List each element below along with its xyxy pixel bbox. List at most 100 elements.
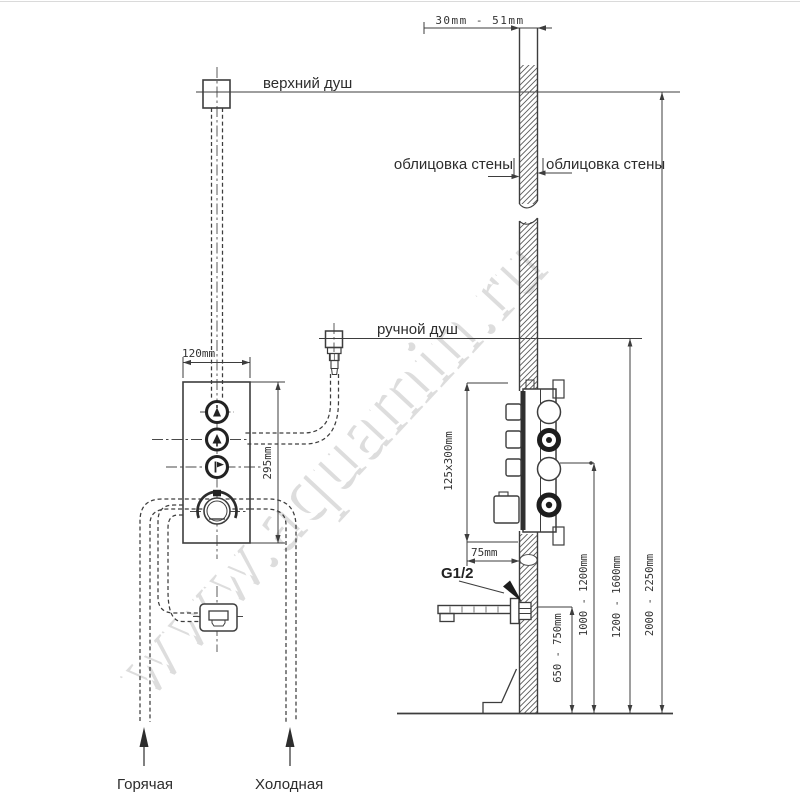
- watermark: www.aquamin.ru www.aquamin.ru: [88, 220, 565, 716]
- dim-box-arrow-bottom: [464, 534, 470, 542]
- dim-box-size: [464, 382, 518, 543]
- hand-shower-hose-outer: [245, 374, 332, 434]
- button3-side-view: [505, 458, 522, 477]
- front-view: [139, 67, 680, 766]
- button1-side-view: [505, 403, 522, 421]
- spout-side-knurl: [449, 606, 499, 613]
- mixer-box: [493, 379, 565, 546]
- spout-front-view: [199, 603, 238, 632]
- mixer-port-middle: [536, 456, 562, 482]
- button2-mode-icon: [212, 434, 222, 444]
- shower-tray-profile: [482, 668, 518, 713]
- cladding-right-arrow: [537, 170, 546, 176]
- spout-front-body: [199, 603, 238, 632]
- mixer-box-tab-top: [552, 379, 565, 399]
- wall-pipe-notch: [519, 554, 538, 566]
- dim-box-brackets: [467, 382, 518, 543]
- knob-inner-circle: [206, 500, 228, 522]
- spout-pipe-outer: [157, 504, 200, 614]
- dim-75-arrow-left: [467, 558, 475, 564]
- wall-break-lower: [519, 217, 538, 225]
- spout-wall-nut: [518, 601, 532, 621]
- overhead-shower-label: верхний душ: [263, 75, 352, 92]
- panel-height-label: 295mm: [261, 446, 274, 479]
- overhead-shower-height-label: 2000 - 2250mm: [644, 554, 656, 636]
- wall-cladding-right-label: облицовка стены: [546, 156, 665, 173]
- dim-120-arrow-left: [183, 359, 191, 366]
- hand-shower: [324, 330, 344, 375]
- dim-heights: [537, 92, 665, 713]
- dimensions: [182, 22, 665, 713]
- button2-side-view: [505, 430, 522, 449]
- dim-1000-dot: [589, 461, 593, 465]
- hand-shower-height-label: 1200 - 1600mm: [611, 556, 623, 638]
- shower-panel: [182, 381, 251, 544]
- dim-75-arrow-right: [511, 558, 520, 564]
- hot-pipe-inner: [149, 508, 250, 722]
- dim-wall-thickness: [423, 22, 552, 34]
- spout-flange: [509, 597, 520, 625]
- dim-wall-arrow-left: [511, 25, 520, 31]
- spout-side-body: [437, 604, 514, 615]
- wall-hatch-middle: [519, 222, 538, 389]
- thread-leader: [458, 580, 522, 602]
- cladding-left-arrow: [511, 173, 520, 180]
- page-top-border: [0, 1, 800, 2]
- cold-pipe-outer: [250, 498, 297, 722]
- dim-wall-arrow-right: [537, 25, 546, 31]
- dim-panel-height: [250, 381, 285, 544]
- hand-shower-hose-ferrule: [330, 368, 339, 375]
- cold-supply-label: Холодная: [255, 776, 323, 793]
- dim-120-arrow-right: [242, 359, 250, 366]
- hot-supply-label: Горячая: [117, 776, 173, 793]
- cladding-leaders: [488, 158, 572, 180]
- spout-wall-nut-lines: [519, 608, 531, 614]
- thread-leader-arrow: [503, 580, 522, 602]
- mixer-valve-upper-center: [546, 437, 552, 443]
- hand-shower-nut: [330, 359, 339, 370]
- side-view: [397, 28, 673, 715]
- knob-outer-circle: [203, 497, 231, 525]
- knob-pointer: [213, 489, 221, 497]
- button1-mode-icon: [213, 407, 221, 417]
- panel-buttons: [204, 399, 230, 480]
- temperature-knob: [196, 489, 238, 525]
- hand-shower-label: ручной душ: [377, 321, 458, 338]
- spout-side-outlet: [439, 612, 455, 623]
- cold-arrow-head: [285, 727, 295, 747]
- spout-height-label: 650 - 750mm: [552, 613, 564, 683]
- dim-295-arrow-top: [275, 382, 281, 390]
- dim-panel-width: [182, 357, 251, 378]
- pipework: [139, 108, 340, 722]
- hot-pipe-outer: [139, 498, 250, 722]
- wall-hatch-bottom: [519, 534, 538, 713]
- wall-break-upper: [519, 200, 538, 209]
- mixer-box-tab-bottom: [552, 526, 565, 546]
- cold-pipe-inner: [250, 508, 287, 722]
- button3-mode-icon: [217, 461, 224, 468]
- hand-shower-connector-knurl: [330, 353, 339, 361]
- wall-cladding-left-label: облицовка стены: [394, 156, 513, 173]
- box-size-label: 125x300mm: [442, 431, 455, 491]
- mixer-box-front-plate: [520, 391, 526, 530]
- cladding-left-leader: [488, 158, 515, 177]
- box-depth-label: 75mm: [471, 546, 498, 559]
- dim-295-arrow-bottom: [275, 535, 281, 543]
- hot-arrow-head: [139, 727, 149, 747]
- text-labels: 30mm - 51mm верхний душ облицовка стены …: [117, 14, 665, 793]
- mixer-valve-lower-center: [545, 501, 553, 509]
- panel-width-label: 120mm: [182, 347, 215, 360]
- wall-hatch-top: [519, 65, 538, 204]
- mixer-port-top: [536, 399, 562, 425]
- watermark-text: www.aquamin.ru: [88, 220, 558, 715]
- knob-side-view: [493, 495, 520, 524]
- hand-shower-hose-inner: [245, 374, 340, 445]
- overhead-shower-head: [202, 79, 231, 109]
- dim-120-extensions: [182, 357, 251, 378]
- dim-box-arrow-top: [464, 383, 470, 391]
- dim-box-depth: [466, 542, 520, 566]
- dim-295-brackets: [250, 381, 285, 544]
- thread-leader-line: [458, 580, 505, 594]
